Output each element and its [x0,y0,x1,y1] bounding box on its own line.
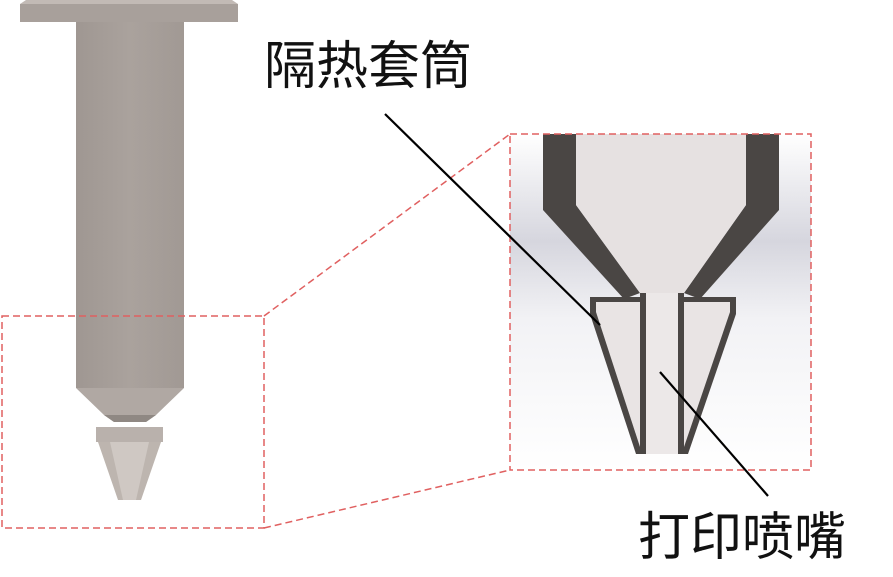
zoom-connector-bottom [263,469,511,529]
zoom-connector-top [263,133,511,317]
sleeve-label: 隔热套筒 [264,37,473,97]
top-flange [20,4,238,22]
zoom-indicator [1,133,511,529]
sleeve-bore [576,134,746,293]
nozzle-leader-line [659,371,769,497]
sleeve-cone-shadow [104,415,156,422]
zoom-source-box [1,315,265,529]
sleeve-cone [76,388,184,422]
nozzle-channel-wall-left [640,293,646,454]
sleeve-wall-left [543,134,640,299]
sleeve-wall-right [684,134,779,299]
sleeve-leader-line [384,113,601,326]
sleeve-shaft [76,22,184,388]
zoom-target-box [509,133,812,471]
nozzle-tip-facet [110,442,149,500]
nozzle-channel-wall-right [678,293,684,454]
top-flange-cap [20,0,238,4]
nozzle-label: 打印喷嘴 [638,508,847,568]
nozzle-flange [96,427,163,442]
zoom-detail-view [509,133,812,471]
full-part-view [20,0,238,500]
